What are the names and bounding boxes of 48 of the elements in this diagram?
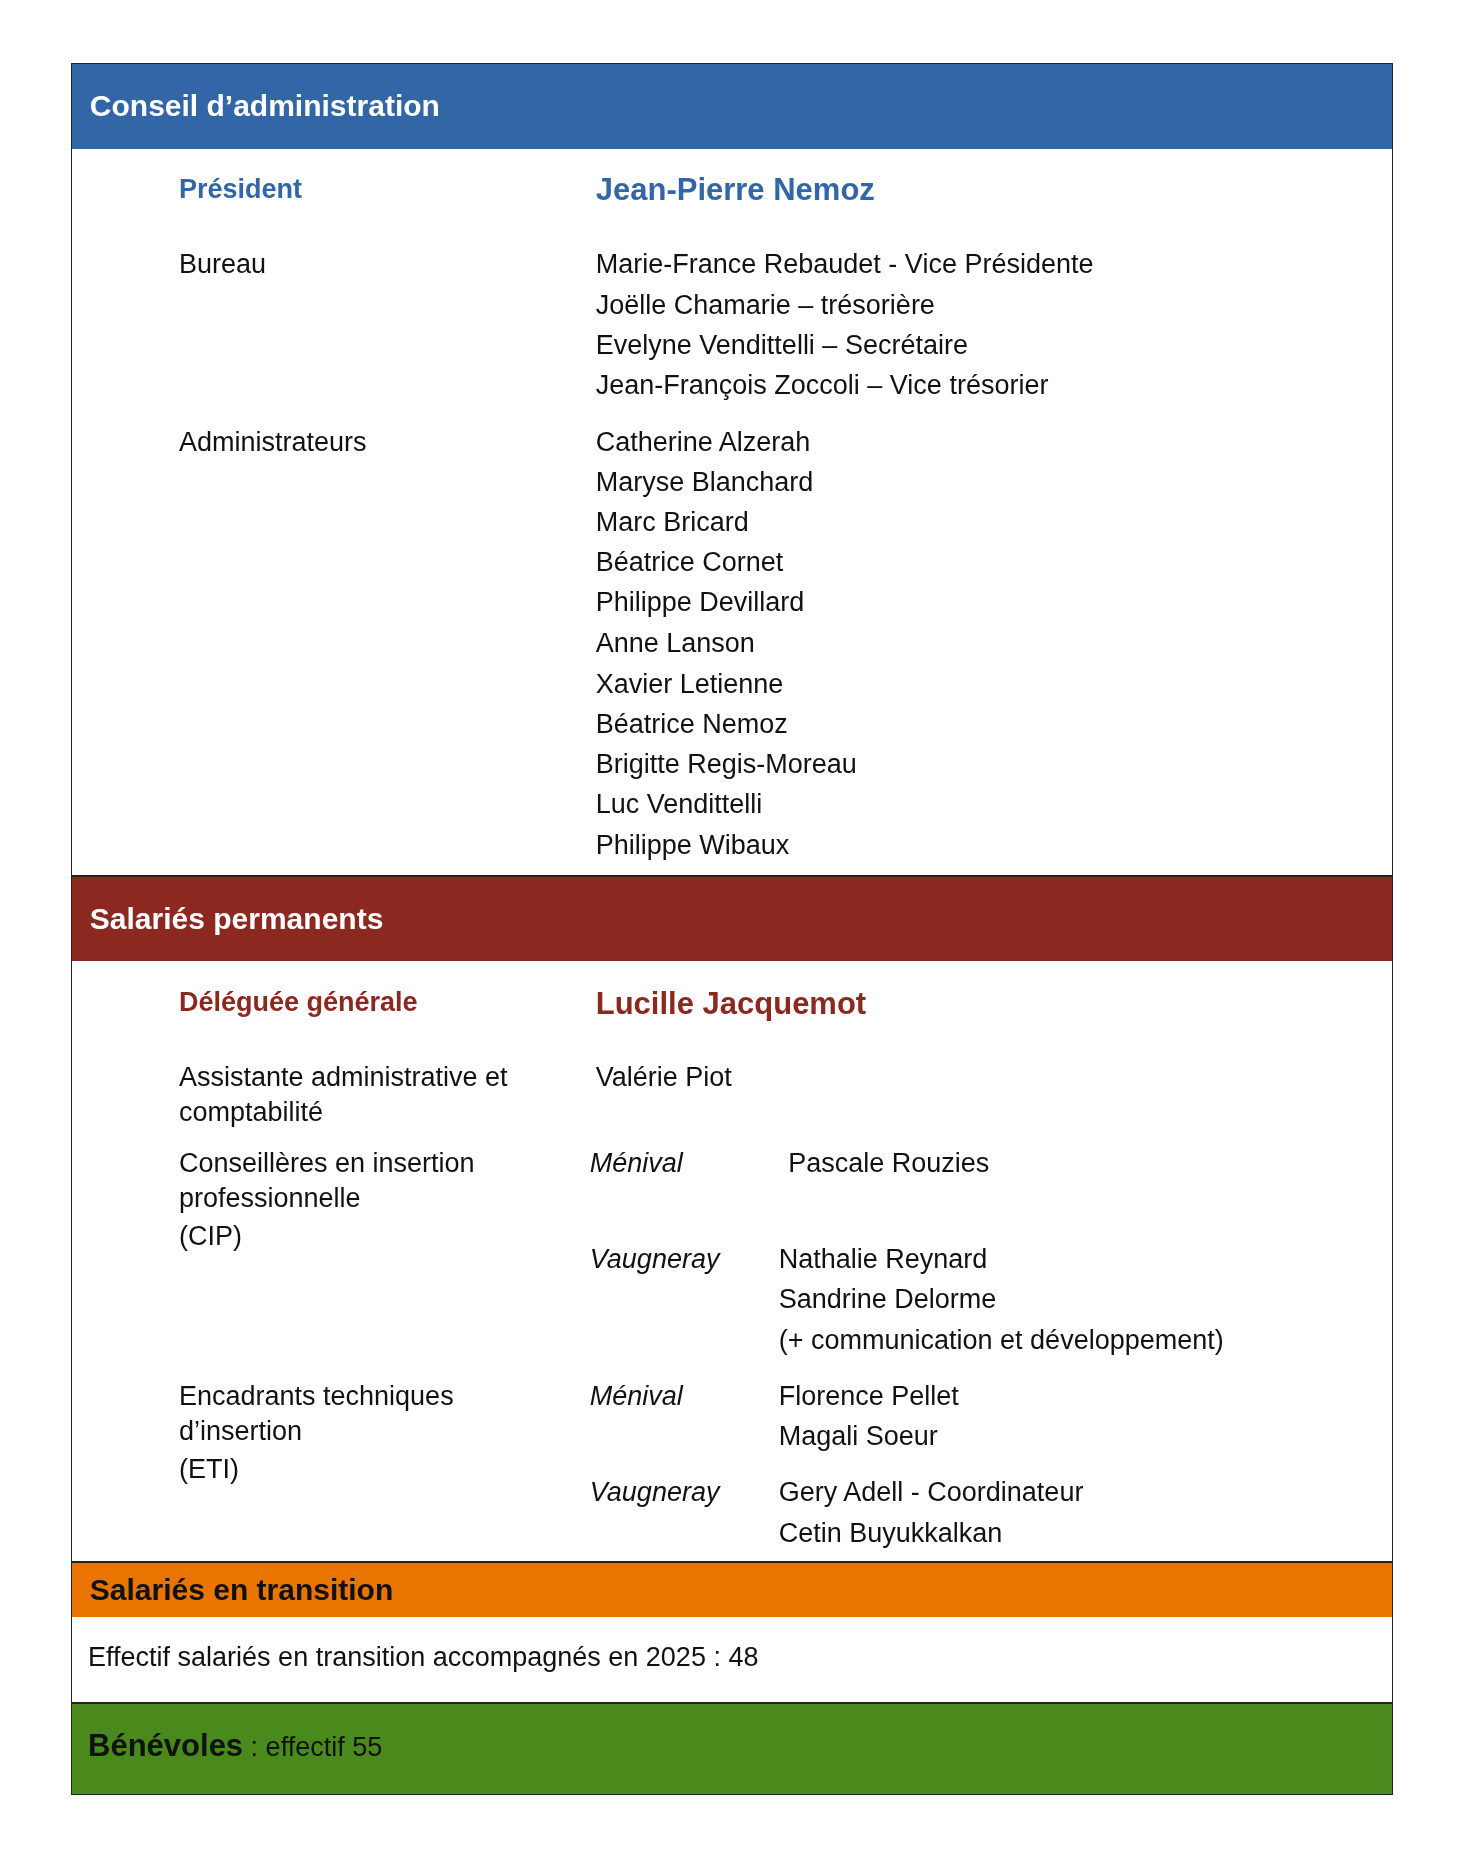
section-header-band: Conseil d’administration (71, 63, 1393, 149)
site-label: Ménival (589, 1379, 683, 1413)
person-name: Béatrice Cornet (595, 546, 784, 579)
site-label: Ménival (589, 1147, 683, 1180)
site-label: Vaugneray (589, 1476, 720, 1510)
person-name: Jean-François Zoccoli – Vice trésorier (595, 368, 1049, 402)
person-name: Nathalie Reynard (778, 1242, 988, 1276)
section-panel (70, 1562, 1394, 1703)
person-name: Brigitte Regis-Moreau (595, 747, 857, 781)
person-name: Marc Bricard (595, 505, 749, 539)
person-name: Béatrice Nemoz (595, 707, 788, 741)
person-name: Philippe Wibaux (595, 829, 790, 863)
person-name: Cetin Buyukkalkan (778, 1516, 1003, 1550)
person-name: Jean-Pierre Nemoz (595, 173, 875, 208)
person-name: Lucille Jacquemot (595, 986, 867, 1021)
person-name: Luc Vendittelli (595, 788, 763, 822)
person-name: Valérie Piot (595, 1060, 732, 1094)
person-name: Maryse Blanchard (595, 465, 814, 499)
person-name: Xavier Letienne (595, 667, 784, 701)
person-name: Pascale Rouzies (788, 1147, 990, 1180)
person-name: Gery Adell - Coordinateur (778, 1476, 1084, 1510)
role-label: Assistante administrative et comptabilité (178, 1060, 509, 1130)
person-name: Anne Lanson (595, 627, 755, 661)
person-name: Evelyne Vendittelli – Secrétaire (595, 328, 968, 362)
person-name: Philippe Devillard (595, 586, 805, 620)
role-label: Administrateurs (178, 425, 367, 459)
role-label: Bureau (178, 248, 267, 282)
role-label: (CIP) (178, 1220, 242, 1254)
section-header-band: Salariés permanents (71, 877, 1393, 961)
role-label: Président (178, 172, 302, 206)
person-name: Joëlle Chamarie – trésorière (595, 288, 935, 322)
volunteer-count-text: Bénévoles : effectif 55 (88, 1729, 383, 1765)
section-header-band: Salariés en transition (71, 1563, 1393, 1618)
person-name: Florence Pellet (778, 1379, 959, 1413)
summary-text: Effectif salariés en transition accompagnés en 2025 : 48 (88, 1640, 759, 1674)
role-label: (ETI) (178, 1452, 239, 1486)
section-panel (70, 62, 1394, 877)
section-panel (70, 1702, 1394, 1795)
role-label: Conseillères en insertion professionnelle (178, 1147, 476, 1216)
person-name: Magali Soeur (778, 1419, 938, 1453)
note-text: (+ communication et développement) (778, 1324, 1224, 1358)
section-panel (70, 876, 1394, 1563)
role-label: Encadrants techniques d’insertion (178, 1379, 455, 1448)
role-label: Déléguée générale (178, 986, 418, 1020)
person-name: Sandrine Delorme (778, 1282, 997, 1316)
site-label: Vaugneray (589, 1242, 720, 1276)
person-name: Marie-France Rebaudet - Vice Présidente (595, 248, 1094, 282)
person-name: Catherine Alzerah (595, 425, 811, 459)
